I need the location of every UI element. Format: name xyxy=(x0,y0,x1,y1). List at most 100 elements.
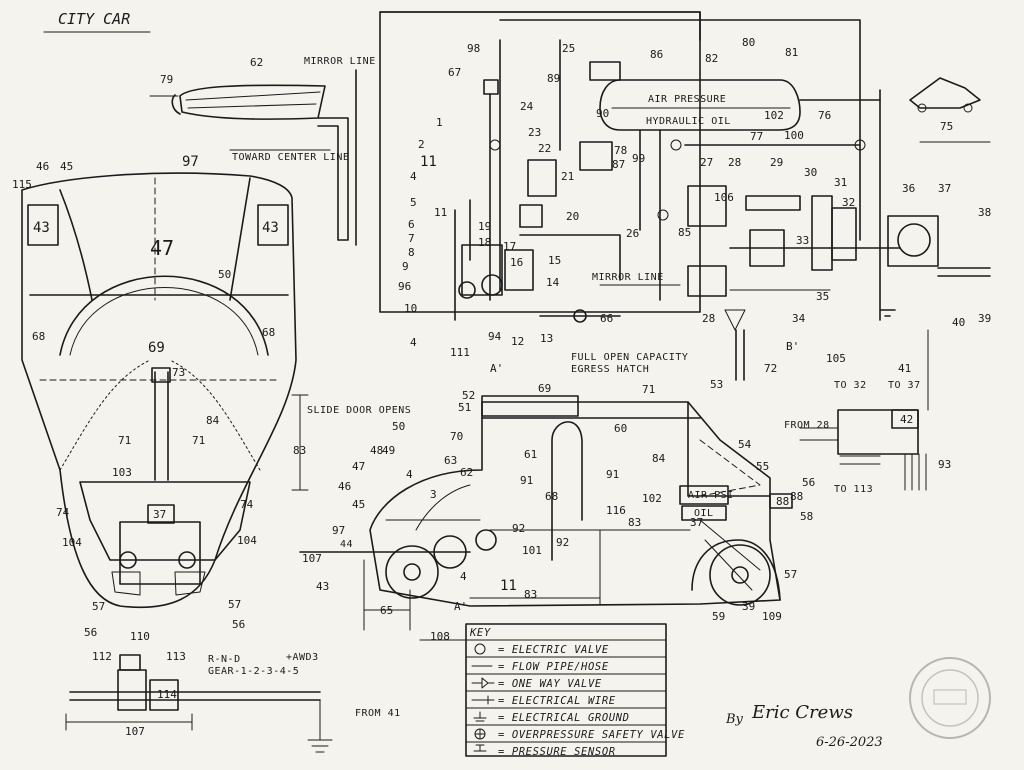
signature-name: Eric Crews xyxy=(751,702,853,723)
hatch-label-1: FULL OPEN CAPACITY xyxy=(571,352,688,363)
callout-81: 81 xyxy=(785,46,798,59)
callout-32: 32 xyxy=(842,196,855,209)
legend-item-safety-valve: = OVERPRESSURE SAFETY VALVE xyxy=(498,729,685,741)
callout-55: 55 xyxy=(756,460,769,473)
callout-82: 82 xyxy=(705,52,718,65)
mirror-line-2-label: MIRROR LINE xyxy=(592,272,664,283)
side-mirror xyxy=(149,69,357,246)
callout-35: 35 xyxy=(816,290,829,303)
callout-91-left: 91 xyxy=(520,474,533,487)
callout-91-right: 91 xyxy=(606,468,619,481)
callout-47: 47 xyxy=(150,236,174,260)
callout-116: 116 xyxy=(606,504,626,517)
legend-item-one-way-valve: = ONE WAY VALVE xyxy=(498,678,602,690)
callout-28-bottom: 28 xyxy=(702,312,715,325)
air-pressure-label: AIR PRESSURE xyxy=(648,94,726,105)
callout-29: 29 xyxy=(770,156,783,169)
control-box xyxy=(799,329,929,491)
callout-11-b: 11 xyxy=(434,206,447,219)
callout-39-side: 39 xyxy=(742,600,755,613)
callout-90: 90 xyxy=(596,107,609,120)
callout-52: 52 xyxy=(462,389,475,402)
callout-101: 101 xyxy=(522,544,542,557)
callout-68-left: 68 xyxy=(32,330,45,343)
callout-42: 42 xyxy=(900,413,913,426)
callout-60: 60 xyxy=(614,422,627,435)
callout-108: 108 xyxy=(430,630,450,643)
callout-58: 58 xyxy=(800,510,813,523)
callout-17: 17 xyxy=(503,240,516,253)
callout-6: 6 xyxy=(408,218,415,231)
callout-114: 114 xyxy=(157,688,177,701)
callout-37-side: 37 xyxy=(690,516,703,529)
callout-50-side: 50 xyxy=(392,420,405,433)
callout-75: 75 xyxy=(940,120,953,133)
callout-65: 65 xyxy=(380,604,393,617)
from-28-label: FROM 28 xyxy=(784,420,830,431)
callout-61: 61 xyxy=(524,448,537,461)
callout-28-top: 28 xyxy=(728,156,741,169)
callout-112: 112 xyxy=(92,650,112,663)
gear-ratio-label: GEAR-1-2-3-4-5 xyxy=(208,666,299,677)
callout-48: 48 xyxy=(370,444,383,457)
callout-45: 45 xyxy=(60,160,73,173)
callout-113: 113 xyxy=(166,650,186,663)
callout-14: 14 xyxy=(546,276,560,289)
callout-36: 36 xyxy=(902,182,915,195)
callout-49: 49 xyxy=(382,444,395,457)
callout-104-left: 104 xyxy=(62,536,82,549)
to-32-label: TO 32 xyxy=(834,380,867,391)
callout-38: 38 xyxy=(978,206,991,219)
callout-71-right: 71 xyxy=(192,434,205,447)
to-37-label: TO 37 xyxy=(888,380,921,391)
callout-34: 34 xyxy=(792,312,806,325)
callout-102-side: 102 xyxy=(642,492,662,505)
gear-rnd-label: R-N-D xyxy=(208,654,241,665)
callout-39-top: 39 xyxy=(978,312,991,325)
callout-44: 44 xyxy=(340,539,353,550)
callout-84: 84 xyxy=(206,414,220,427)
callout-45-side: 45 xyxy=(352,498,365,511)
oil-tag: OIL xyxy=(694,508,714,519)
callout-100: 100 xyxy=(784,129,804,142)
toward-center-label: TOWARD CENTER LINE xyxy=(232,152,349,163)
legend-item-ground: = ELECTRICAL GROUND xyxy=(498,712,630,724)
callout-50: 50 xyxy=(218,268,231,281)
callout-54: 54 xyxy=(738,438,752,451)
callout-56-right: 56 xyxy=(232,618,245,631)
callout-43-side: 43 xyxy=(316,580,329,593)
callout-79: 79 xyxy=(160,73,173,86)
callout-106: 106 xyxy=(714,191,734,204)
callout-46-side: 46 xyxy=(338,480,351,493)
callout-109: 109 xyxy=(762,610,782,623)
callout-4-top: 4 xyxy=(410,170,417,183)
callout-37-top: 37 xyxy=(938,182,951,195)
signature-date: 6-26-2023 xyxy=(816,735,883,750)
callout-62: 62 xyxy=(250,56,263,69)
callout-92-a: 92 xyxy=(512,522,525,535)
hatch-label-2: EGRESS HATCH xyxy=(571,364,649,375)
callout-59: 59 xyxy=(712,610,725,623)
callout-89: 89 xyxy=(547,72,560,85)
callout-18: 18 xyxy=(478,236,491,249)
fluid-schematic xyxy=(379,11,866,323)
front-view-body xyxy=(21,172,297,609)
callout-4h: 4 xyxy=(406,468,413,481)
callout-111: 111 xyxy=(450,346,470,359)
callout-33: 33 xyxy=(796,234,809,247)
callout-4-bottom: 4 xyxy=(410,336,417,349)
callout-102-top: 102 xyxy=(764,109,784,122)
callout-67: 67 xyxy=(448,66,461,79)
section-a-side: A' xyxy=(454,600,467,613)
callout-1: 1 xyxy=(436,116,443,129)
callout-5: 5 xyxy=(410,196,417,209)
callout-83-right: 83 xyxy=(628,516,641,529)
callout-57-left: 57 xyxy=(92,600,105,613)
slide-door-label: SLIDE DOOR OPENS xyxy=(307,405,411,416)
callout-4-side: 4 xyxy=(460,570,467,583)
notary-stamp xyxy=(909,657,991,739)
callout-20: 20 xyxy=(566,210,579,223)
callout-88: 88 xyxy=(790,490,803,503)
callout-53: 53 xyxy=(710,378,723,391)
